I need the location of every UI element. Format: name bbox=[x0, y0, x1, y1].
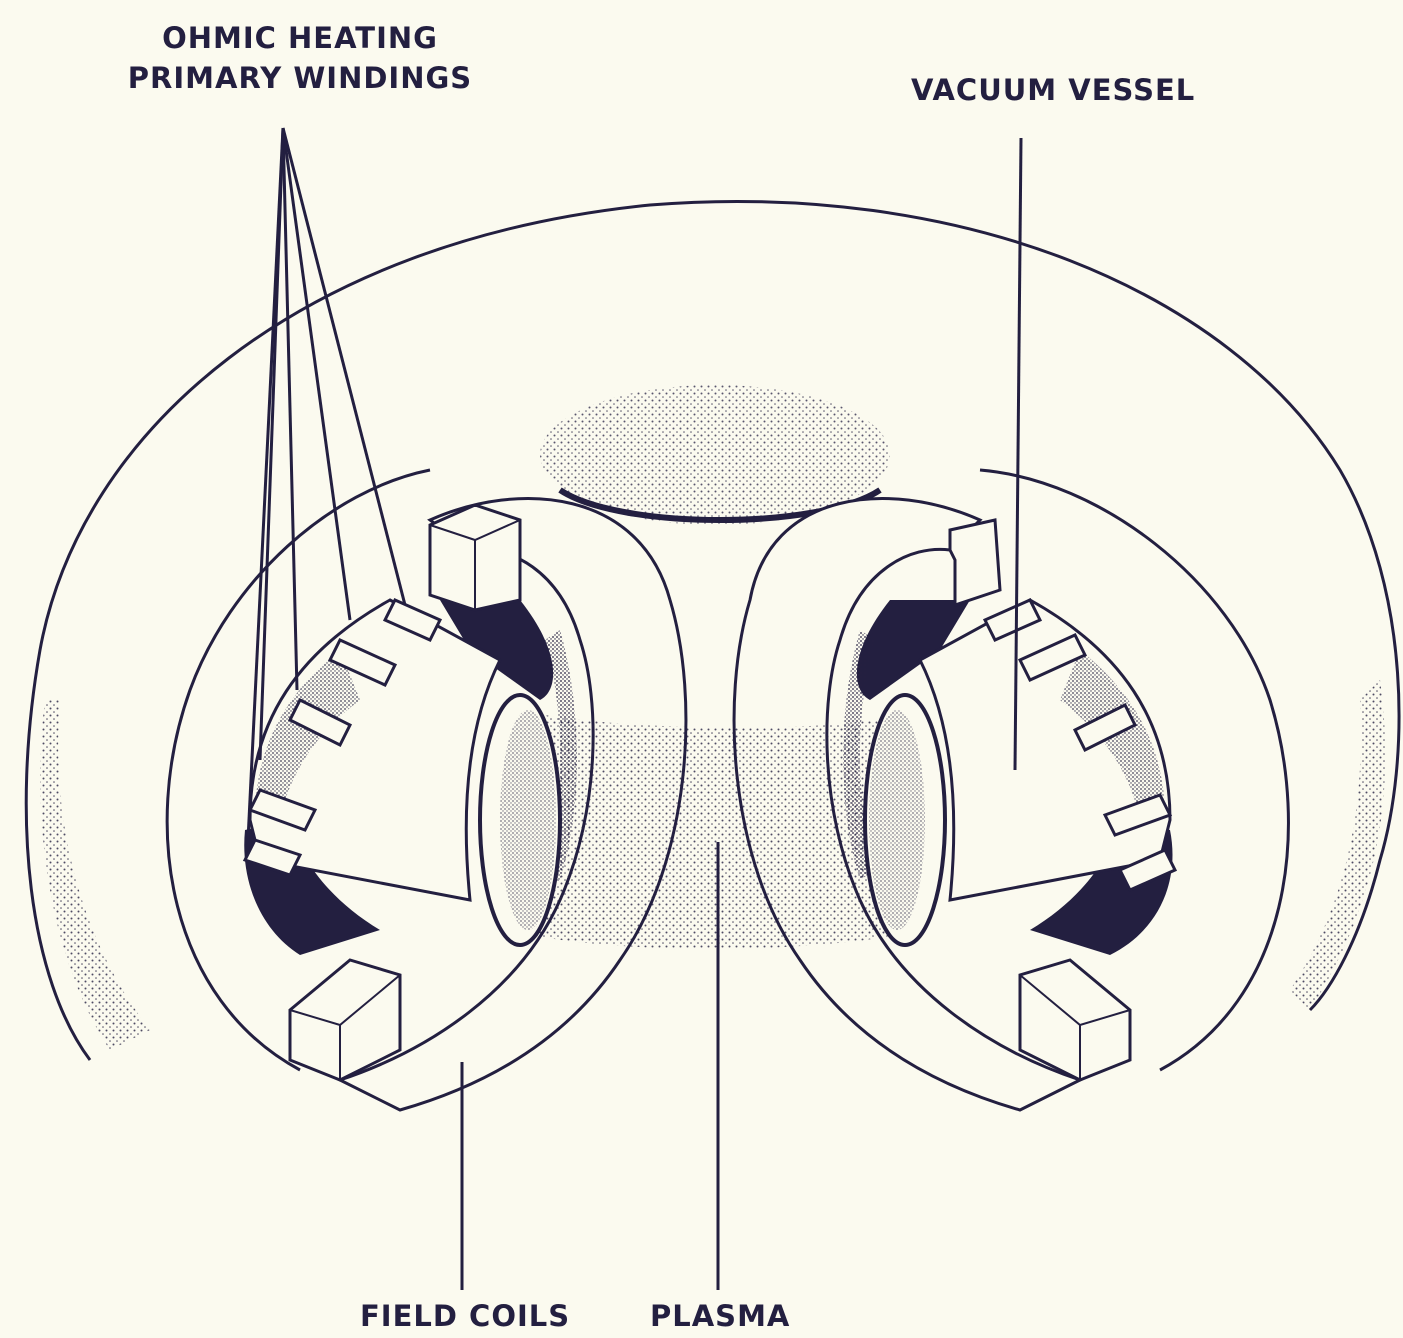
outer-torus-shading-right bbox=[1290, 680, 1385, 1010]
ohmic-heating-label-line1: OHMIC HEATING bbox=[0, 18, 600, 58]
plasma-label: PLASMA bbox=[650, 1296, 790, 1336]
field-coil-right-top-block bbox=[950, 520, 1000, 605]
ohmic-heating-label-line2: PRIMARY WINDINGS bbox=[0, 58, 600, 98]
field-coils-label: FIELD COILS bbox=[360, 1296, 570, 1336]
vacuum-vessel-label: VACUUM VESSEL bbox=[911, 70, 1195, 110]
ohmic-heating-label: OHMIC HEATING PRIMARY WINDINGS bbox=[0, 18, 600, 98]
plasma-column bbox=[510, 710, 920, 949]
